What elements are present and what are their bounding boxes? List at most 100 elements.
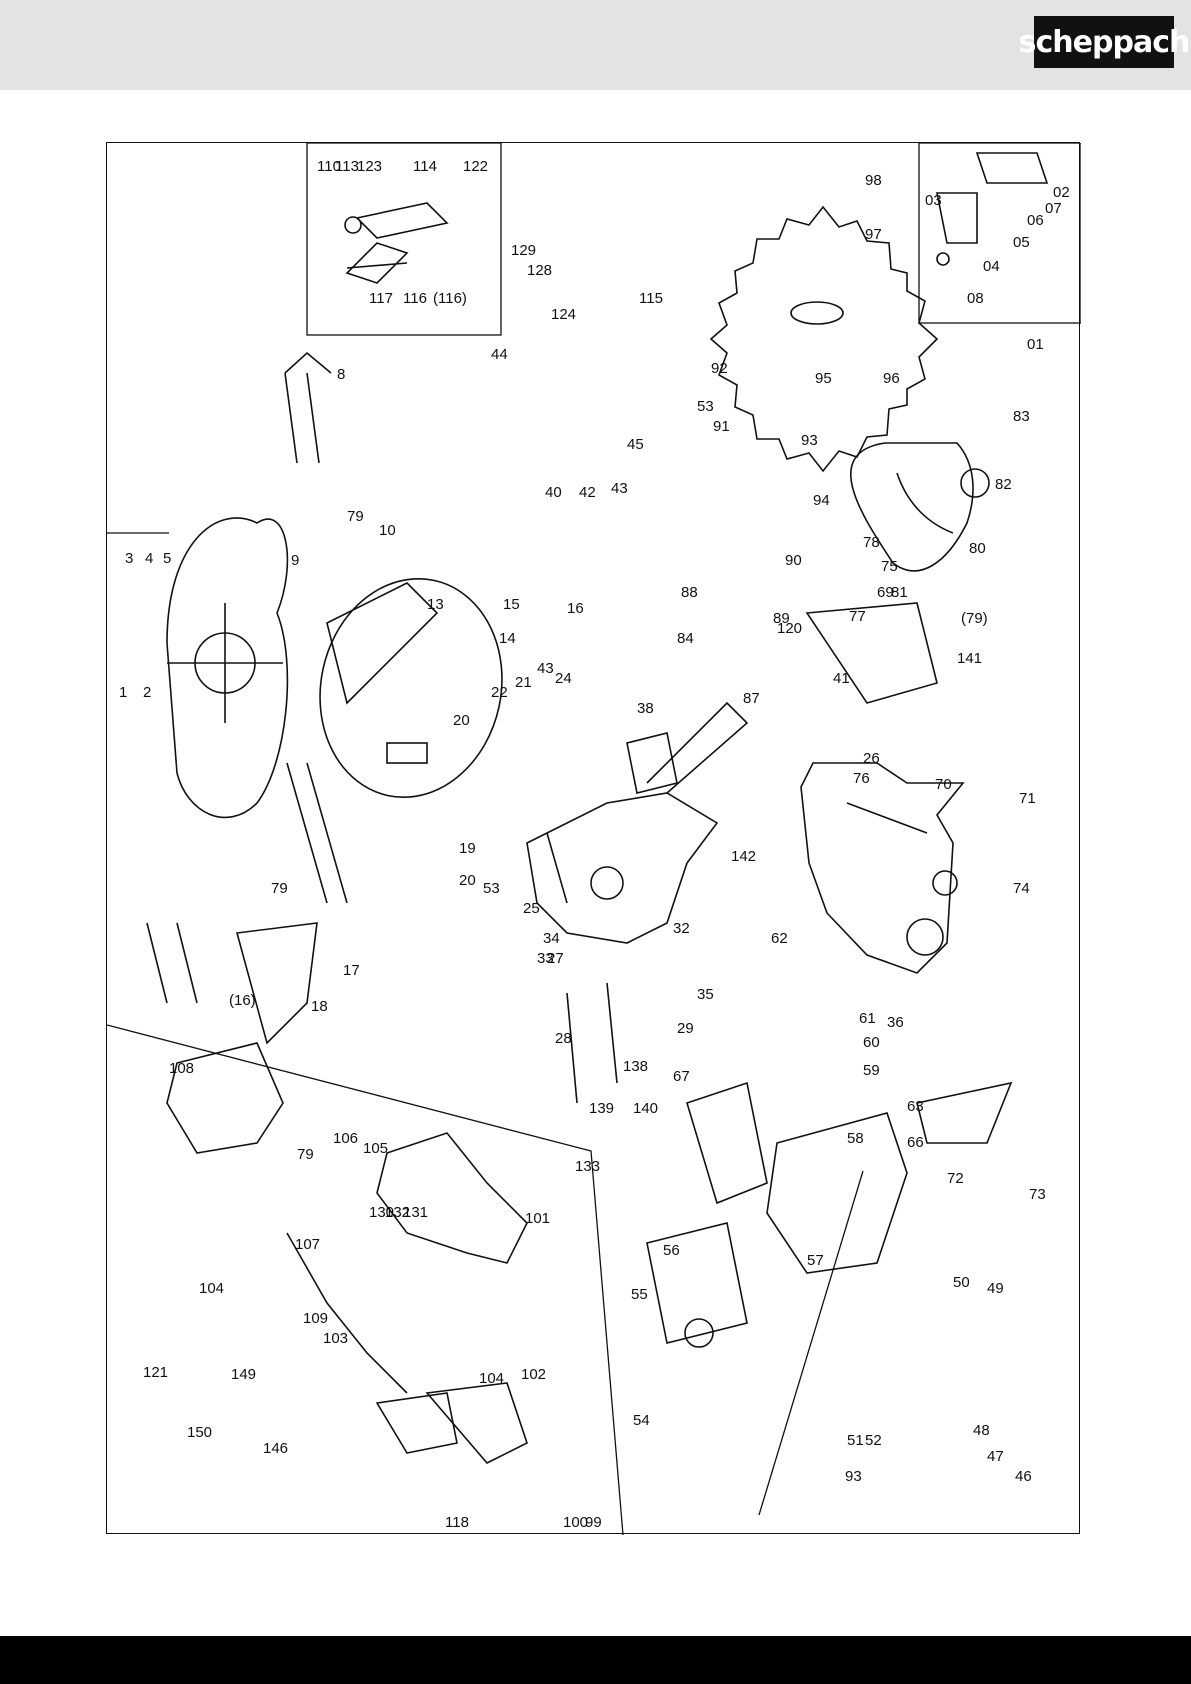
callout: 29 <box>677 1020 694 1037</box>
callout: 132 <box>385 1204 410 1221</box>
armature <box>646 1081 768 1348</box>
callout: 101 <box>525 1210 550 1227</box>
callout: 14 <box>499 630 516 647</box>
callout: 91 <box>713 418 730 435</box>
callout: 82 <box>995 476 1012 493</box>
callout: 32 <box>673 920 690 937</box>
callout: 49 <box>987 1280 1004 1297</box>
callout: 90 <box>785 552 802 569</box>
callout: 94 <box>813 492 830 509</box>
callout: 104 <box>479 1370 504 1387</box>
callout: 60 <box>863 1034 880 1051</box>
callout: 43 <box>537 660 554 677</box>
callout: 105 <box>363 1140 388 1157</box>
callout: 96 <box>883 370 900 387</box>
callout: 02 <box>1053 184 1070 201</box>
callout: 55 <box>631 1286 648 1303</box>
callout: 54 <box>633 1412 650 1429</box>
callout: 76 <box>853 770 870 787</box>
callout: 120 <box>777 620 802 637</box>
callout: 100 <box>563 1514 588 1531</box>
callout: 95 <box>815 370 832 387</box>
callout: 3 <box>125 550 133 567</box>
header-band <box>0 0 1191 90</box>
callout: 123 <box>357 158 382 175</box>
callout: 47 <box>987 1448 1004 1465</box>
callout: 21 <box>515 674 532 691</box>
callout: 38 <box>637 700 654 717</box>
callout: 113 <box>335 158 359 175</box>
saw-arm <box>526 701 749 944</box>
callout: 141 <box>957 650 982 667</box>
callout: 58 <box>847 1130 864 1147</box>
callout: 130 <box>369 1204 394 1221</box>
upper-blade-guard <box>850 442 990 572</box>
callout: 10 <box>379 522 396 539</box>
callout: 33 <box>537 950 554 967</box>
callout: 70 <box>935 776 952 793</box>
callout: 142 <box>731 848 756 865</box>
callout: 129 <box>511 242 536 259</box>
callout: 73 <box>1029 1186 1046 1203</box>
callout: 114 <box>413 158 437 175</box>
callout: 07 <box>1045 200 1062 217</box>
callout: 93 <box>801 432 818 449</box>
callout: 50 <box>953 1274 970 1291</box>
callout: 121 <box>143 1364 168 1381</box>
inset-handle-box <box>306 143 502 336</box>
callout: 20 <box>459 872 476 889</box>
callout: 61 <box>859 1010 876 1027</box>
callout: 57 <box>807 1252 824 1269</box>
callout: 42 <box>579 484 596 501</box>
callout: 06 <box>1027 212 1044 229</box>
callout: 51 <box>847 1432 864 1449</box>
callout: 48 <box>973 1422 990 1439</box>
callout: 2 <box>143 684 151 701</box>
callout: 26 <box>863 750 880 767</box>
callout: 05 <box>1013 234 1030 251</box>
callout: 19 <box>459 840 476 857</box>
handle-inset-parts <box>344 202 449 284</box>
callout: 16 <box>567 600 584 617</box>
region-divider-handle <box>107 1024 624 1535</box>
callout: 97 <box>865 226 882 243</box>
motor-housing <box>800 762 965 974</box>
exploded-parts-diagram: 01 02 03 04 05 06 07 08 1 2 3 4 5 8 9 10… <box>106 142 1081 1535</box>
callout: 140 <box>633 1100 658 1117</box>
callout: 99 <box>585 1514 602 1531</box>
callout: 124 <box>551 306 576 323</box>
callout: 138 <box>623 1058 648 1075</box>
lower-blade-guard <box>805 602 938 704</box>
callout: 1 <box>119 684 127 701</box>
callout: 83 <box>1013 408 1030 425</box>
callout: 40 <box>545 484 562 501</box>
callout: 128 <box>527 262 552 279</box>
region-divider-motor <box>758 1170 864 1516</box>
callout: 17 <box>343 962 360 979</box>
callout: 25 <box>523 900 540 917</box>
callout: 81 <box>891 584 908 601</box>
callout: 75 <box>881 558 898 575</box>
callout: 150 <box>187 1424 212 1441</box>
callout: 66 <box>907 1134 924 1151</box>
callout: 79 <box>347 508 364 525</box>
callout: 102 <box>521 1366 546 1383</box>
saw-blade <box>709 205 939 473</box>
callout: 45 <box>627 436 644 453</box>
footer-band <box>0 1636 1191 1684</box>
inset-fence-box <box>918 143 1081 324</box>
callout: 59 <box>863 1062 880 1079</box>
callout: 103 <box>323 1330 348 1347</box>
turntable <box>319 577 503 799</box>
callout: 8 <box>337 366 345 383</box>
callout: 71 <box>1019 790 1036 807</box>
brush-housing <box>766 1081 1013 1274</box>
callout: 52 <box>865 1432 882 1449</box>
callout: 77 <box>849 608 866 625</box>
callout: 5 <box>163 550 171 567</box>
region-frames <box>107 143 1081 1535</box>
callout: 88 <box>681 584 698 601</box>
callout: 118 <box>445 1514 469 1531</box>
callout: 44 <box>491 346 508 363</box>
callout: 28 <box>555 1030 572 1047</box>
